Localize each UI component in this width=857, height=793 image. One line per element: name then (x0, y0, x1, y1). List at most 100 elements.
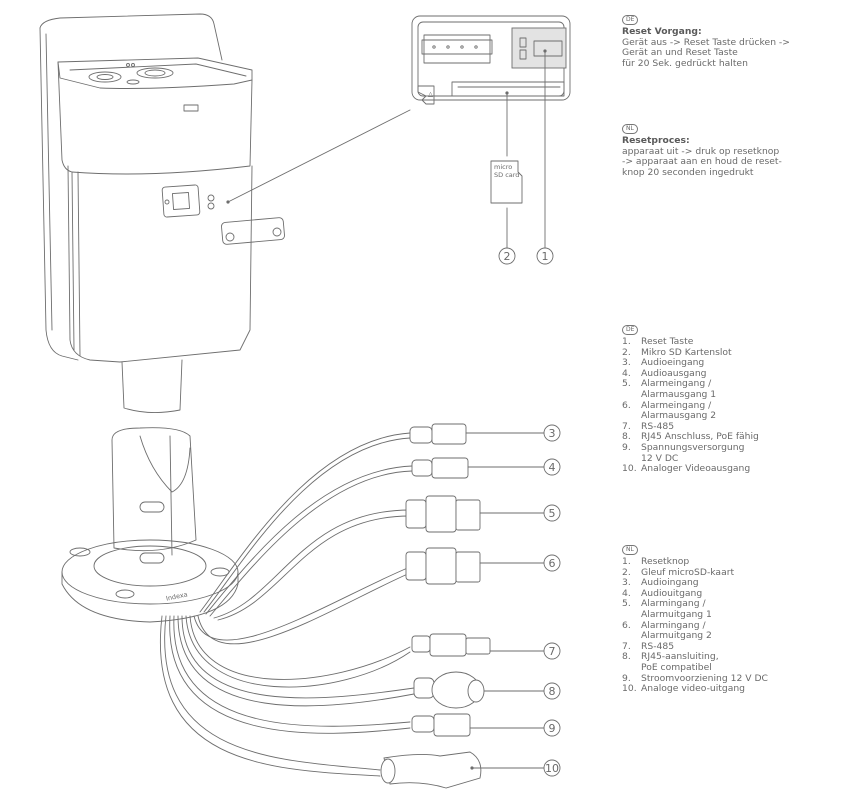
callout-8: 8 (543, 682, 561, 700)
svg-text:7: 7 (549, 645, 556, 658)
legend-item-label: Mikro SD Kartenslot (641, 346, 732, 358)
legend-item: Alarmuitgang 1 (622, 608, 768, 621)
legend-item: 3.Audioeingang (622, 358, 759, 369)
legend-item-label: RJ45 Anschluss, PoE fähig (641, 431, 759, 443)
legend-item-label: Alarmuitgang 1 (641, 608, 712, 620)
legend-item: 10. Analoge video-uitgang (622, 684, 768, 695)
legend-item-number: 3. (622, 577, 631, 589)
micro-sd-card: micro SD card (490, 160, 523, 249)
reset-line: Gerät an und Reset Taste (622, 47, 738, 59)
callout-10: 10 (543, 759, 561, 777)
legend-item-label: Alarmausgang 1 (641, 388, 717, 400)
callout-2: 2 (498, 247, 516, 265)
legend-item-number: 7. (622, 420, 631, 432)
legend-item: Alarmausgang 1 (622, 388, 759, 401)
reset-title-de: Reset Vorgang: (622, 26, 702, 37)
legend-item-number: 10. (622, 683, 637, 695)
legend-item: 7.RS-485 (622, 640, 768, 653)
camera-mount: Indexa (61, 359, 239, 623)
connector-power-dc (411, 713, 545, 737)
legend-item-label: Alarmingang / (641, 619, 706, 631)
brand-mark: Indexa (165, 590, 188, 602)
legend-item-label: Stroomvoorziening 12 V DC (641, 672, 768, 684)
reset-line: apparaat uit -> druk op resetknop (622, 145, 780, 157)
legend-item-label: Audioingang (641, 577, 699, 589)
reset-line: knop 20 seconden ingedrukt (622, 166, 754, 178)
legend-item: 10.Analoger Videoausgang (622, 464, 759, 475)
legend-item-number: 2. (622, 346, 631, 358)
reset-instructions-nl: NL Resetproces: apparaat uit -> druk op … (622, 123, 782, 178)
legend-item-number: 4. (622, 367, 631, 379)
legend-item: PoE compatibel (622, 661, 768, 674)
legend-item-label: Analoge video-uitgang (641, 683, 745, 695)
legend-item: 8.RJ45-aansluiting, (622, 652, 768, 663)
port-detail-view: △ (411, 15, 571, 249)
callout-9: 9 (543, 719, 561, 737)
cable-bundle (159, 432, 415, 777)
connector-rj45 (413, 671, 545, 709)
legend-item-label: Reset Taste (641, 336, 694, 347)
legend-item-label: RS-485 (641, 640, 675, 652)
legend-item-label: Audiouitgang (641, 587, 703, 599)
legend-item-label: Audioeingang (641, 357, 705, 369)
legend-item: 5.Alarmeingang / (622, 379, 759, 390)
callout-4: 4 (543, 458, 561, 476)
legend-item: 2. Gleuf microSD-kaart (622, 566, 768, 579)
legend-item-label: Spannungsversorgung (641, 441, 745, 453)
legend-item: 1.Resetknop (622, 556, 768, 568)
legend-item-label: RS-485 (641, 420, 675, 432)
legend-item: 6. Alarmeingang / (622, 399, 759, 412)
svg-text:5: 5 (549, 507, 556, 520)
svg-text:9: 9 (549, 722, 556, 735)
legend-item-number (622, 390, 641, 401)
reset-line: -> apparaat aan en houd de reset- (622, 156, 782, 168)
legend-item-number: 6. (622, 619, 631, 631)
legend-item-number: 5. (622, 378, 631, 390)
callout-5: 5 (543, 504, 561, 522)
legend-item-label: Alarmeingang / (641, 399, 712, 411)
legend-item-label: PoE compatibel (641, 661, 712, 673)
svg-text:2: 2 (504, 250, 511, 263)
triangle-mark: △ (428, 90, 433, 98)
camera-housing (39, 13, 411, 363)
reset-title-nl: Resetproces: (622, 135, 690, 146)
callout-6: 6 (543, 554, 561, 572)
legend-item-number: 9. (622, 441, 631, 453)
svg-text:8: 8 (549, 685, 556, 698)
language-badge-de: DE (622, 325, 639, 335)
svg-text:3: 3 (549, 427, 556, 440)
reset-line: für 20 Sek. gedrückt halten (622, 57, 748, 69)
legend-item: 9. Stroomvoorziening 12 V DC (622, 672, 768, 685)
connector-audio-out (411, 457, 545, 479)
legend-item: 9. Spannungsversorgung (622, 441, 759, 454)
legend-item-number: 8. (622, 651, 631, 663)
legend-item: 3. Audioingang (622, 578, 768, 589)
legend-item-label: Audioausgang (641, 367, 707, 379)
legend-item-number: 6. (622, 399, 631, 411)
legend-item: 6. Alarmingang / (622, 619, 768, 632)
callout-3: 3 (543, 424, 561, 442)
svg-text:1: 1 (542, 250, 549, 263)
language-badge-nl: NL (622, 545, 638, 555)
legend-item-number: 1. (622, 556, 631, 567)
legend-item: 5.Alarmingang / (622, 599, 768, 610)
legend-item-label: Gleuf microSD-kaart (641, 566, 735, 578)
legend-item-number: 2. (622, 566, 631, 578)
legend-item: 2. Mikro SD Kartenslot (622, 346, 759, 359)
legend-item: 8.RJ45 Anschluss, PoE fähig (622, 432, 759, 443)
legend-item: 4. Audioausgang (622, 367, 759, 380)
legend-item-number (622, 663, 641, 674)
language-badge-nl: NL (622, 124, 638, 134)
legend-item-number: 9. (622, 672, 631, 684)
svg-text:6: 6 (549, 557, 556, 570)
legend-item-number: 10. (622, 463, 637, 475)
legend-item-number: 5. (622, 598, 631, 610)
language-badge-de: DE (622, 15, 639, 25)
legend-item-number (622, 610, 641, 621)
callout-7: 7 (543, 642, 561, 660)
callout-1: 1 (536, 247, 554, 265)
